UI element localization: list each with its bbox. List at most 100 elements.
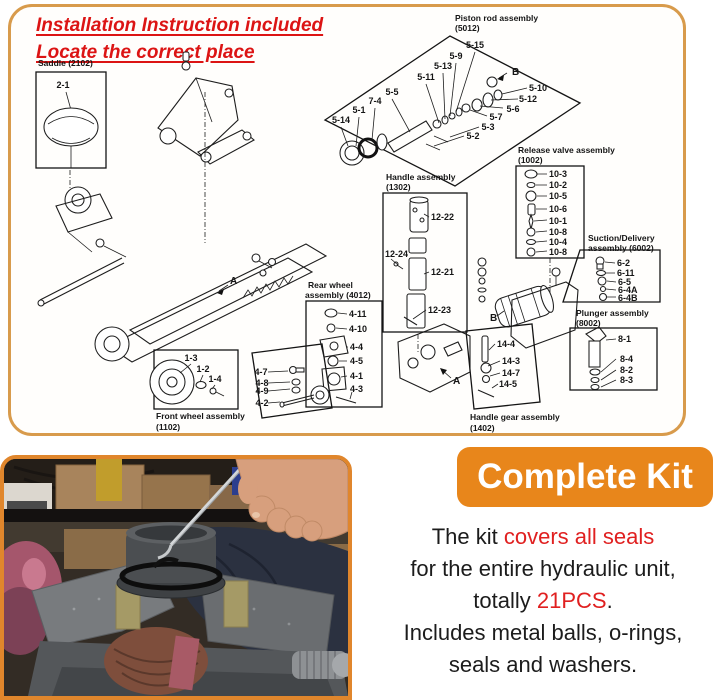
part-4-7: 4-7 (254, 367, 267, 377)
part-8-1: 8-1 (618, 334, 631, 344)
part-1-3: 1-3 (184, 353, 197, 363)
part-12-21: 12-21 (431, 267, 454, 277)
part-5-13: 5-13 (434, 61, 452, 71)
marker-b-cylinder: B (490, 313, 497, 324)
part-5-2: 5-2 (466, 131, 479, 141)
part-10-6: 10-6 (549, 204, 567, 214)
part-6-4a: 6-4A (618, 285, 638, 295)
part-5-1: 5-1 (352, 105, 365, 115)
piston-label-1: Piston rod assembly (455, 13, 538, 23)
hydraulic-casting (115, 522, 249, 630)
diagram-panel (8, 4, 686, 436)
part-10-5: 10-5 (549, 191, 567, 201)
part-8-2: 8-2 (620, 365, 633, 375)
part-6-11: 6-11 (617, 268, 635, 278)
part-5-11: 5-11 (417, 72, 435, 82)
part-4-11: 4-11 (349, 309, 367, 319)
plunger-parts: 8-1 8-4 8-2 8-3 (585, 326, 633, 391)
front-label-2: (1102) (156, 422, 180, 432)
kit-highlight-seals: covers all seals (503, 524, 655, 549)
workshop-photo-frame (0, 455, 352, 700)
front-wheel-parts: 1-3 1-2 1-4 (149, 353, 225, 405)
part-14-7: 14-7 (502, 368, 520, 378)
part-1-2: 1-2 (196, 364, 209, 374)
axle-parts: 4-7 4-8 4-9 4-2 (254, 365, 315, 408)
part-14-4: 14-4 (497, 339, 515, 349)
handle-label-2: (1302) (386, 182, 411, 192)
piston-label-2: (5012) (455, 23, 480, 33)
kit-line-5: seals and washers. (448, 652, 638, 677)
part-12-24: 12-24 (385, 249, 408, 259)
part-8-4: 8-4 (620, 354, 633, 364)
part-5-5: 5-5 (385, 87, 398, 97)
part-4-10: 4-10 (349, 324, 367, 334)
part-5-10: 5-10 (529, 83, 547, 93)
workshop-photo (4, 459, 348, 696)
suction-label-1: Suction/Delivery (588, 233, 655, 243)
plunger-label-1: Plunger assembly (576, 308, 649, 318)
part-8-3: 8-3 (620, 375, 633, 385)
hand (235, 459, 348, 542)
complete-kit-label: Complete Kit (477, 457, 693, 496)
part-4-5: 4-5 (350, 356, 363, 366)
kit-line-2: for the entire hydraulic unit, (410, 556, 676, 581)
part-4-4: 4-4 (350, 342, 363, 352)
suction-label-2: assembly (6002) (588, 243, 654, 253)
part-5-7: 5-7 (489, 112, 502, 122)
part-6-5: 6-5 (618, 277, 631, 287)
part-4-3: 4-3 (350, 384, 363, 394)
part-14-5: 14-5 (499, 379, 517, 389)
part-4-1: 4-1 (350, 371, 363, 381)
part-5-3: 5-3 (481, 122, 494, 132)
kit-line-1: The kit covers all seals (431, 524, 655, 549)
gear-label-2: (1402) (470, 423, 495, 433)
kit-description: The kit covers all seals for the entire … (372, 521, 714, 681)
part-12-22: 12-22 (431, 212, 454, 222)
part-5-15: 5-15 (466, 40, 484, 50)
header-line-1: Installation Instruction included (36, 15, 324, 36)
kit-highlight-pcs: 21PCS (536, 588, 607, 613)
release-label-2: (1002) (518, 155, 543, 165)
part-2-1: 2-1 (56, 80, 69, 90)
part-10-3: 10-3 (549, 169, 567, 179)
part-6-2: 6-2 (617, 258, 630, 268)
exploded-diagram: Saddle (2102) Piston rod assembly (5012)… (35, 13, 661, 433)
pick-tool (157, 465, 244, 560)
part-12-23: 12-23 (428, 305, 451, 315)
front-label-1: Front wheel assembly (156, 411, 245, 421)
part-14-3: 14-3 (502, 356, 520, 366)
part-4-8: 4-8 (255, 378, 268, 388)
suction-parts: 6-2 6-11 6-5 6-4A 6-4B (595, 256, 638, 303)
part-1-4: 1-4 (208, 374, 221, 384)
saddle-label: Saddle (2102) (38, 58, 93, 68)
part-10-8a: 10-8 (549, 227, 567, 237)
part-4-9: 4-9 (255, 386, 268, 396)
view-markers: A A B (217, 276, 505, 387)
marker-a-frame: A (230, 276, 237, 287)
part-10-1: 10-1 (549, 216, 567, 226)
part-4-2: 4-2 (255, 398, 268, 408)
release-parts: 10-3 10-2 10-5 10-6 10-1 10-8 10-4 10-8 (524, 169, 567, 257)
kit-line-4: Includes metal balls, o-rings, (403, 620, 683, 645)
complete-kit-badge: Complete Kit (457, 447, 713, 507)
handle-parts: 12-22 12-24 12-21 12-23 (385, 196, 454, 329)
part-5-14: 5-14 (332, 115, 350, 125)
release-label-1: Release valve assembly (518, 145, 615, 155)
seal-o-ring (119, 561, 223, 591)
marker-b-piston: B (512, 67, 519, 78)
part-10-4: 10-4 (549, 237, 567, 247)
red-header: Installation Instruction included Locate… (36, 12, 323, 66)
marker-a-socket: A (453, 376, 460, 387)
part-5-12: 5-12 (519, 94, 537, 104)
part-6-4b: 6-4B (618, 293, 638, 303)
plunger-label-2: (8002) (576, 318, 601, 328)
rear-wheel-parts: 4-11 4-10 4-4 4-5 4-1 4-3 (310, 308, 367, 405)
assembly-boxes (35, 35, 661, 419)
jack-line-art (37, 51, 579, 393)
gear-label-1: Handle gear assembly (470, 412, 560, 422)
kit-line-3: totally 21PCS. (473, 588, 613, 613)
piston-parts: 5-15 5-9 5-13 5-11 5-5 7-4 5-1 5-14 5-10… (332, 40, 547, 166)
saddle-parts: 2-1 (43, 80, 99, 168)
handle-gear-parts: 14-4 14-3 14-7 14-5 (477, 335, 520, 398)
